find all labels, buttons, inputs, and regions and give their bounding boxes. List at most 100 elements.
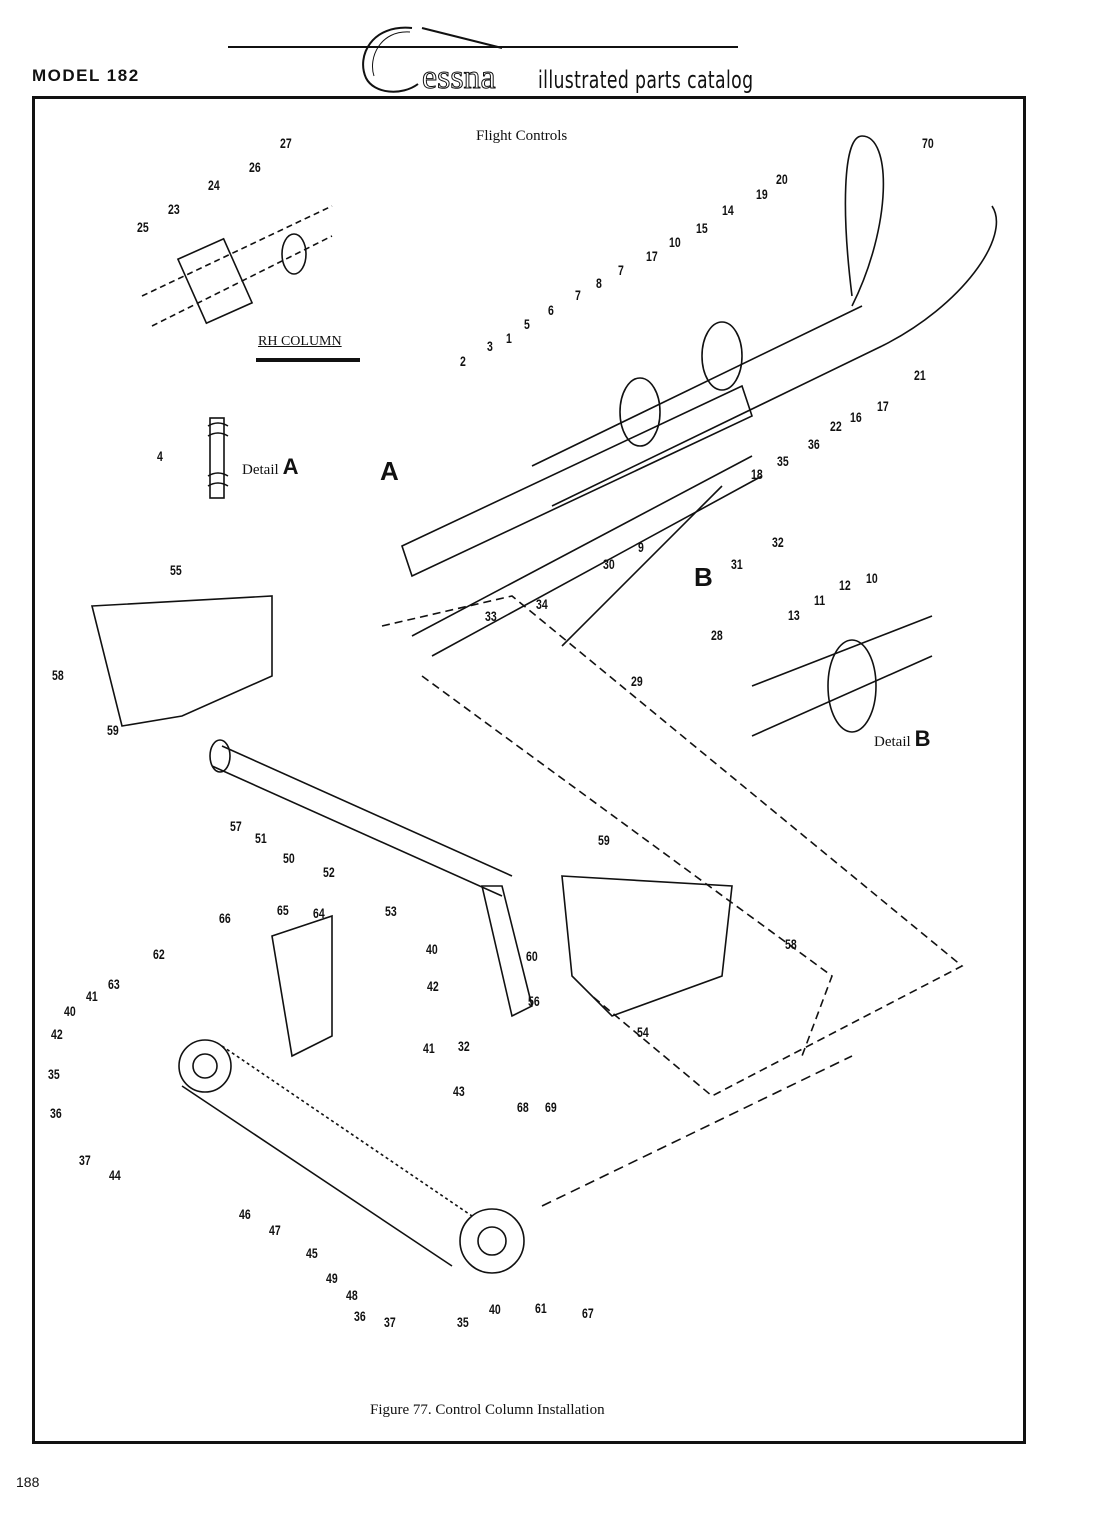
callout: 61: [535, 1300, 547, 1316]
figure-frame: [32, 96, 1026, 1444]
callout: 51: [255, 830, 267, 846]
callout: 5: [524, 316, 530, 332]
callout: 23: [168, 201, 180, 217]
callout: 42: [427, 978, 439, 994]
callout: 15: [696, 220, 708, 236]
callout: 42: [51, 1026, 63, 1042]
detail-a-letter: A: [282, 454, 299, 479]
callout: 55: [170, 562, 182, 578]
callout: 7: [618, 262, 624, 278]
callout: 25: [137, 219, 149, 235]
callout: 47: [269, 1222, 281, 1238]
callout: 30: [603, 556, 615, 572]
callout: 36: [50, 1105, 62, 1121]
callout: 52: [323, 864, 335, 880]
callout: 31: [731, 556, 743, 572]
callout: 2: [460, 353, 466, 369]
callout: 37: [79, 1152, 91, 1168]
callout: 26: [249, 159, 261, 175]
callout: 20: [776, 171, 788, 187]
detail-a-text: Detail: [242, 462, 279, 478]
callout: 3: [487, 338, 493, 354]
callout: 68: [517, 1099, 529, 1115]
callout: 19: [756, 186, 768, 202]
callout: 56: [528, 993, 540, 1009]
callout: 8: [596, 275, 602, 291]
callout: 21: [914, 367, 926, 383]
callout: 9: [638, 539, 644, 555]
view-letter-b: B: [694, 562, 713, 592]
cessna-logo: essna: [352, 20, 532, 100]
callout: 35: [48, 1066, 60, 1082]
callout: 10: [866, 570, 878, 586]
callout: 27: [280, 135, 292, 151]
rh-column-underline: [256, 358, 360, 362]
callout: 40: [426, 941, 438, 957]
callout: 11: [814, 592, 826, 608]
callout: 53: [385, 903, 397, 919]
rh-column-label: RH COLUMN: [258, 334, 342, 349]
callout: 32: [458, 1038, 470, 1054]
callout: 63: [108, 976, 120, 992]
callout: 1: [506, 330, 512, 346]
parts-diagram: [32, 96, 1026, 1444]
callout: 66: [219, 910, 231, 926]
callout: 46: [239, 1206, 251, 1222]
callout: 35: [777, 453, 789, 469]
callout: 59: [598, 832, 610, 848]
callout: 10: [669, 234, 681, 250]
page-number: 188: [16, 1474, 40, 1490]
section-title: Flight Controls: [476, 128, 568, 144]
catalog-title: illustrated parts catalog: [538, 66, 754, 94]
callout: 67: [582, 1305, 594, 1321]
callout: 13: [788, 607, 800, 623]
callout: 17: [646, 248, 658, 264]
callout: 37: [384, 1314, 396, 1330]
callout: 65: [277, 902, 289, 918]
callout: 64: [313, 905, 325, 921]
callout: 54: [637, 1024, 649, 1040]
callout: 18: [751, 466, 763, 482]
callout: 36: [354, 1308, 366, 1324]
callout: 40: [489, 1301, 501, 1317]
callout: 16: [850, 409, 862, 425]
callout: 43: [453, 1083, 465, 1099]
callout: 41: [423, 1040, 435, 1056]
callout: 50: [283, 850, 295, 866]
svg-text:essna: essna: [422, 59, 496, 96]
callout: 58: [52, 667, 64, 683]
callout: 22: [830, 418, 842, 434]
callout: 34: [536, 596, 548, 612]
callout: 41: [86, 988, 98, 1004]
callout: 7: [575, 287, 581, 303]
callout: 36: [808, 436, 820, 452]
callout: 14: [722, 202, 734, 218]
callout: 44: [109, 1167, 121, 1183]
callout: 59: [107, 722, 119, 738]
callout: 40: [64, 1003, 76, 1019]
callout: 32: [772, 534, 784, 550]
callout: 29: [631, 673, 643, 689]
callout: 69: [545, 1099, 557, 1115]
model-label: MODEL 182: [32, 66, 140, 85]
callout: 12: [839, 577, 851, 593]
callout: 62: [153, 946, 165, 962]
callout: 28: [711, 627, 723, 643]
header-rule: [228, 46, 738, 48]
callout: 49: [326, 1270, 338, 1286]
callout: 58: [785, 936, 797, 952]
callout: 4: [157, 448, 163, 464]
callout: 33: [485, 608, 497, 624]
detail-b-text: Detail: [874, 734, 911, 750]
callout: 45: [306, 1245, 318, 1261]
callout: 24: [208, 177, 220, 193]
callout: 17: [877, 398, 889, 414]
figure-caption: Figure 77. Control Column Installation: [370, 1402, 605, 1418]
callout: 60: [526, 948, 538, 964]
callout: 70: [922, 135, 934, 151]
callout: 35: [457, 1314, 469, 1330]
callout: 48: [346, 1287, 358, 1303]
callout: 6: [548, 302, 554, 318]
